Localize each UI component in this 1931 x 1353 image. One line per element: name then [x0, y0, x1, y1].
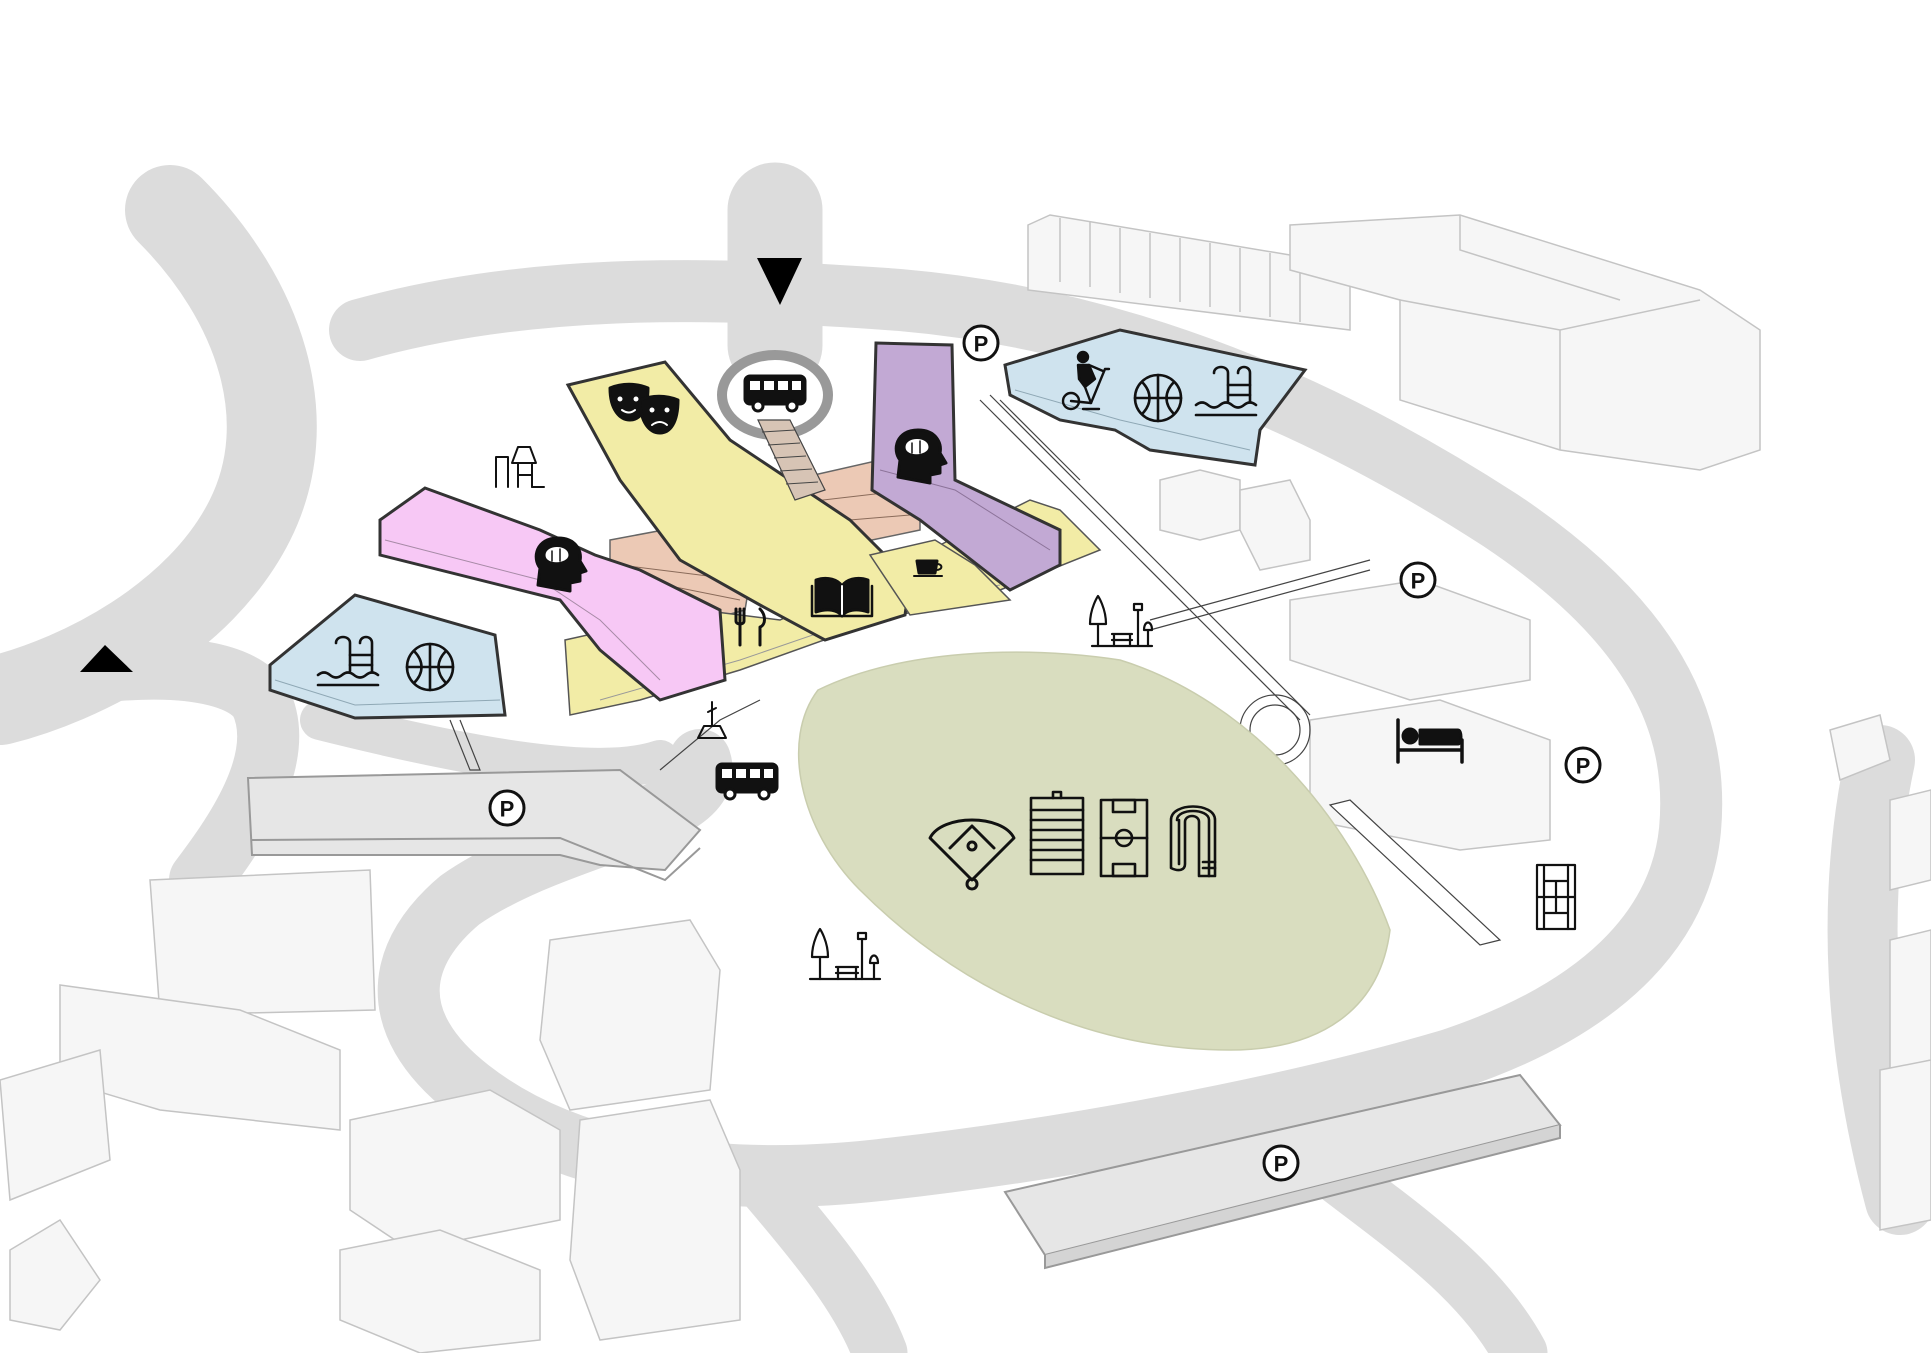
east-edge-buildings: [1829, 714, 1931, 1231]
svg-text:P: P: [974, 332, 989, 357]
dormitory-building: [1289, 579, 1551, 851]
svg-text:P: P: [500, 797, 515, 822]
learning-building: [378, 486, 727, 702]
parking-icon: P: [488, 789, 526, 827]
northeast-large-building: [1289, 214, 1761, 471]
northwest-road: [0, 165, 317, 745]
park-bench-icon: [1088, 594, 1154, 648]
parking-icon: P: [962, 324, 1000, 362]
northeast-row-houses: [1027, 214, 1351, 331]
parking-icon: P: [1399, 561, 1437, 599]
entrance-arrow-north: [757, 258, 802, 305]
park-bench-icon: [808, 927, 882, 981]
basketball-icon: [1133, 373, 1183, 423]
bus-icon: [715, 762, 779, 801]
swimming-pool-icon: [1194, 365, 1258, 417]
tennis-court-icon: [1535, 863, 1577, 931]
baseball-diamond-icon: [928, 818, 1016, 891]
bus-icon: [743, 374, 807, 413]
swimming-pool-icon: [316, 635, 380, 687]
svg-text:P: P: [1576, 754, 1591, 779]
statue-icon: [697, 701, 727, 739]
cutlery-icon: [734, 607, 766, 647]
theater-masks-icon: [608, 382, 680, 435]
west-road: [0, 637, 300, 911]
coffee-cup-icon: [913, 559, 943, 577]
exercise-bike-icon: [1061, 350, 1111, 411]
brain-head-icon: [894, 428, 948, 485]
svg-text:P: P: [1411, 569, 1426, 594]
southwest-road: [300, 700, 680, 788]
entrance-arrow-west: [80, 645, 133, 672]
parking-icon: P: [1262, 1144, 1300, 1182]
parking-icon: P: [1564, 746, 1602, 784]
main-ring-road: [329, 260, 1723, 1208]
football-field-icon: [1029, 790, 1085, 876]
south-road-a: [732, 1152, 908, 1353]
sports-building-west: [268, 593, 507, 720]
parking-deck-west: [246, 768, 702, 882]
playground-icon: [495, 446, 545, 488]
east-cluster-small: [1159, 469, 1311, 571]
book-icon: [810, 576, 874, 618]
brain-head-icon: [534, 536, 588, 593]
context-buildings: [0, 214, 1931, 1353]
southwest-buildings: [0, 869, 741, 1353]
soccer-field-icon: [1099, 798, 1149, 878]
sports-field: [798, 651, 1391, 1051]
bed-icon: [1396, 718, 1464, 764]
basketball-icon: [405, 642, 455, 692]
running-track-icon: [1169, 805, 1217, 878]
svg-text:P: P: [1274, 1152, 1289, 1177]
